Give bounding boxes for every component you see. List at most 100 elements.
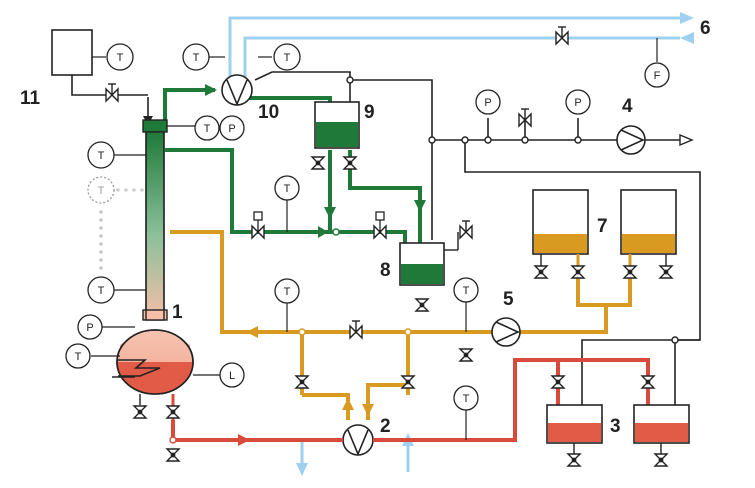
green-arrow (414, 200, 426, 212)
t-top-left-sensor: T (106, 43, 134, 71)
label-11: 11 (20, 88, 41, 109)
valves (105, 26, 674, 467)
junction (521, 136, 529, 144)
junction (428, 136, 436, 144)
valve-icon (165, 405, 181, 419)
valve-icon (459, 220, 473, 240)
orange-arrow (342, 398, 354, 410)
cooling-in-line (243, 36, 680, 85)
junction (461, 136, 469, 144)
valve-icon (570, 265, 586, 279)
vessel-8 (399, 232, 459, 286)
cooling-out-line (228, 16, 680, 85)
column-foot (142, 309, 168, 321)
valve-icon (165, 448, 181, 462)
junction (332, 228, 340, 236)
reboiler-flask (112, 329, 194, 420)
junction (346, 76, 354, 84)
valve-icon (658, 265, 674, 279)
svg-text:T: T (98, 150, 105, 162)
vac-exhaust-arrow (679, 133, 694, 147)
valve-icon (342, 156, 358, 170)
t-reboiler-sensor: T (65, 343, 91, 369)
svg-text:P: P (228, 123, 235, 135)
junction (484, 136, 492, 144)
svg-text:P: P (484, 97, 491, 109)
cooling-out-arrow (680, 12, 694, 24)
valve-icon (555, 26, 569, 46)
distillate-lines (163, 88, 422, 245)
f-cooling-sensor: F (644, 62, 670, 88)
junction (574, 136, 582, 144)
valve-icon (105, 83, 119, 103)
cooling-water-lines (228, 12, 694, 476)
vac-to-vessel3a (581, 339, 700, 405)
label-8: 8 (380, 260, 391, 281)
column-body (145, 131, 165, 321)
t-reflux-sensor: T (274, 175, 300, 201)
t-column-dotted-sensor: T (87, 176, 115, 204)
label-2: 2 (380, 416, 391, 437)
vac-cond-to-vessel9 (254, 71, 351, 102)
label-4: 4 (622, 96, 633, 117)
tank11-line (71, 75, 148, 96)
junction (169, 436, 177, 444)
valve-icon (414, 298, 430, 312)
p-vacuum-sensor-2: P (565, 89, 591, 115)
equipment-numbers: 1 2 3 4 5 6 7 8 9 10 11 (20, 18, 711, 437)
green-arrow (205, 84, 217, 96)
condenser-10 (221, 74, 253, 107)
valve-icon (622, 265, 638, 279)
heat-exchanger-2 (302, 424, 420, 457)
distillation-column (142, 119, 168, 321)
column-head (142, 119, 168, 133)
svg-text:T: T (98, 285, 105, 297)
t-column-upper-sensor: T (87, 141, 115, 169)
vac-to-vessel8 (350, 79, 433, 240)
vessel-9 (314, 101, 360, 149)
pump-4 (616, 125, 646, 155)
svg-text:P: P (574, 97, 581, 109)
t-column-top-sensor: T (194, 115, 220, 141)
svg-text:T: T (193, 52, 200, 64)
t-top-mid-sensor: T (182, 43, 210, 71)
vapour-to-condenser (163, 88, 215, 120)
svg-text:F: F (654, 70, 661, 82)
valve-icon (294, 375, 310, 389)
orange-arrow (362, 404, 374, 416)
red-arrow (238, 434, 250, 446)
instruments: T T T T P T T T T T P T L T T P P F (65, 43, 670, 411)
reflux-return-line (165, 148, 407, 245)
valve-icon (310, 156, 326, 170)
p-vacuum-sensor-1: P (475, 89, 501, 115)
valve-icon (132, 405, 148, 419)
green-arrow (324, 207, 336, 219)
svg-text:T: T (284, 286, 291, 298)
label-10: 10 (258, 102, 279, 123)
svg-text:T: T (98, 185, 105, 197)
svg-text:T: T (284, 183, 291, 195)
tank7a-line (576, 268, 606, 307)
recycle-to-reboiler-right (366, 383, 408, 420)
valve-icon (518, 108, 532, 128)
recycle-to-reboiler-left (302, 393, 350, 420)
valve-icon (653, 453, 669, 467)
valve-icon (400, 375, 416, 389)
junction (298, 328, 306, 336)
valve-icon (458, 348, 474, 362)
t-column-lower-sensor: T (87, 276, 115, 304)
label-6: 6 (700, 18, 711, 39)
svg-text:L: L (229, 370, 235, 382)
reboiler-drain (171, 420, 302, 442)
valve-icon (349, 320, 363, 340)
vessels-3 (546, 404, 690, 455)
junction (404, 328, 412, 336)
p-reboiler-sensor: P (77, 314, 103, 340)
cooling-in-arrow (680, 32, 694, 44)
junction (671, 336, 679, 344)
svg-text:T: T (204, 123, 211, 135)
t-bottom-sensor: T (453, 385, 479, 411)
label-5: 5 (503, 289, 514, 310)
